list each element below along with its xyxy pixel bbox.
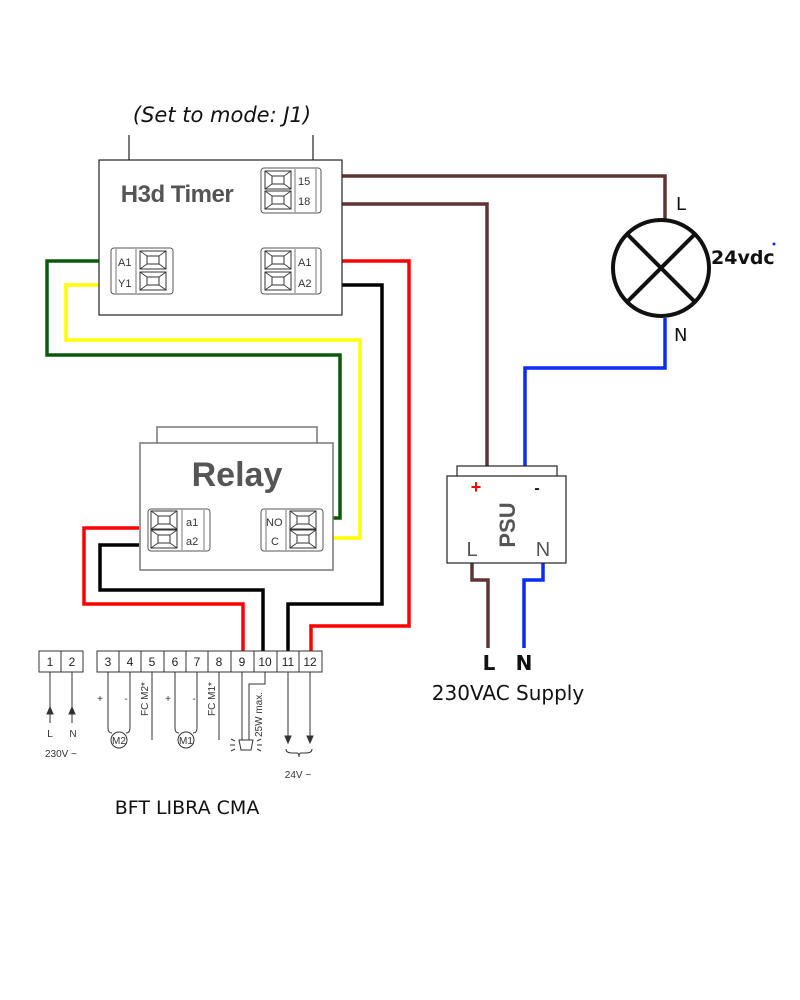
terminal-4: 4 [127, 655, 134, 669]
motor-m1-plus: + [165, 694, 171, 705]
mains-l-label: L [47, 729, 53, 740]
wire-relay-a1-term9 [82, 526, 245, 652]
mains-voltage-label: 230V ~ [45, 749, 77, 760]
wire-timer15-lamp-l [342, 174, 667, 222]
terminal-2: 2 [69, 655, 76, 669]
lamp: L 24vdc N [611, 194, 776, 346]
lamp-voltage-label: 24vdc [711, 247, 775, 269]
timer-input-terminal-block: A1 Y1 [110, 247, 174, 295]
wires [45, 174, 667, 652]
psu-n-label: N [536, 539, 550, 561]
motor-m2-label: M2 [112, 736, 126, 747]
timer-terminal-15: 15 [298, 176, 310, 188]
motor-m2-plus: + [97, 694, 103, 705]
timer-terminal-18: 18 [298, 196, 310, 208]
wire-lamp-n-psu-minus [523, 318, 667, 467]
wire-psu-n-supply [522, 562, 545, 648]
terminal-12: 12 [303, 655, 317, 669]
relay-terminal-no: NO [266, 517, 283, 529]
mains-n-label: N [69, 729, 76, 740]
relay-contact-terminal-block: NO C [260, 508, 324, 552]
psu-title: PSU [495, 502, 520, 547]
terminal-10: 10 [258, 655, 272, 669]
motor-m2-wiring [107, 672, 153, 740]
bft-libra-controller: 1 2 3 4 5 6 7 8 9 10 11 12 [38, 650, 323, 819]
flashing-lamp-wiring [230, 672, 266, 752]
terminal-11: 11 [282, 655, 295, 669]
timer-terminal-a1-left: A1 [118, 257, 131, 269]
lamp-l-label: L [676, 194, 686, 215]
supply-n-label: N [516, 651, 533, 675]
motor-m1-wiring [174, 672, 220, 740]
timer-power-terminal-block: A1 A2 [260, 247, 322, 295]
psu-top-cap [456, 465, 558, 478]
lamp-rating-label: 25W max. [254, 692, 265, 737]
motor-m2-minus: - [124, 694, 127, 705]
lamp-n-label: N [674, 325, 687, 346]
relay-title: Relay [192, 456, 283, 494]
supply-label: 230VAC Supply [432, 681, 585, 705]
psu-plus-label: + [471, 477, 482, 497]
relay-terminal-c: C [271, 536, 279, 548]
controller-name: BFT LIBRA CMA [115, 797, 260, 819]
relay-terminal-a2: a2 [186, 536, 198, 548]
timer-output-terminal-block: 15 18 [260, 167, 322, 214]
wire-psu-l-supply [470, 562, 490, 648]
mains-supply: L N 230VAC Supply [432, 651, 585, 705]
timer-mode-note: (Set to mode: J1) [133, 103, 311, 127]
psu-l-label: L [466, 539, 477, 561]
relay-coil-terminal-block: a1 a2 [147, 508, 211, 552]
terminal-3: 3 [105, 655, 112, 669]
accessory-output-arrows [284, 672, 314, 758]
motor-m2-icon [110, 731, 128, 749]
psu-minus-label: - [534, 480, 539, 497]
timer-terminal-y1: Y1 [118, 278, 131, 290]
terminal-1: 1 [47, 655, 54, 669]
motor-m2-limit-label: FC M2* [140, 682, 151, 716]
supply-l-label: L [483, 651, 496, 675]
relay: Relay a1 a2 NO C [139, 426, 334, 571]
motor-m1-label: M1 [179, 736, 193, 747]
mains-input-arrows [46, 672, 76, 723]
terminal-5: 5 [149, 655, 156, 669]
motor-m1-limit-label: FC M1* [207, 682, 218, 716]
wire-timer-a1-term12 [309, 259, 411, 652]
wire-timer-a2-term11 [286, 283, 384, 652]
h3d-timer: (Set to mode: J1) H3d Timer 15 18 A1 Y1 [98, 103, 343, 316]
wire-relay-a2-term10 [98, 543, 265, 652]
relay-terminal-a1: a1 [186, 517, 198, 529]
terminal-9: 9 [239, 655, 246, 669]
timer-terminal-a1-right: A1 [298, 257, 311, 269]
psu: + - PSU L N [446, 465, 567, 564]
terminal-6: 6 [172, 655, 179, 669]
timer-title: H3d Timer [121, 181, 234, 208]
wire-timer-a1-relay-no [45, 259, 342, 520]
wire-timer-y1-relay-c [64, 283, 362, 540]
accessory-voltage-label: 24V ~ [285, 770, 312, 781]
timer-terminal-a2: A2 [298, 278, 311, 290]
wire-timer18-psu-plus [342, 202, 489, 467]
motor-m1-minus: - [192, 694, 195, 705]
motor-m1-icon [177, 731, 195, 749]
terminal-8: 8 [216, 655, 223, 669]
psu-body [446, 475, 567, 564]
terminal-7: 7 [194, 655, 201, 669]
